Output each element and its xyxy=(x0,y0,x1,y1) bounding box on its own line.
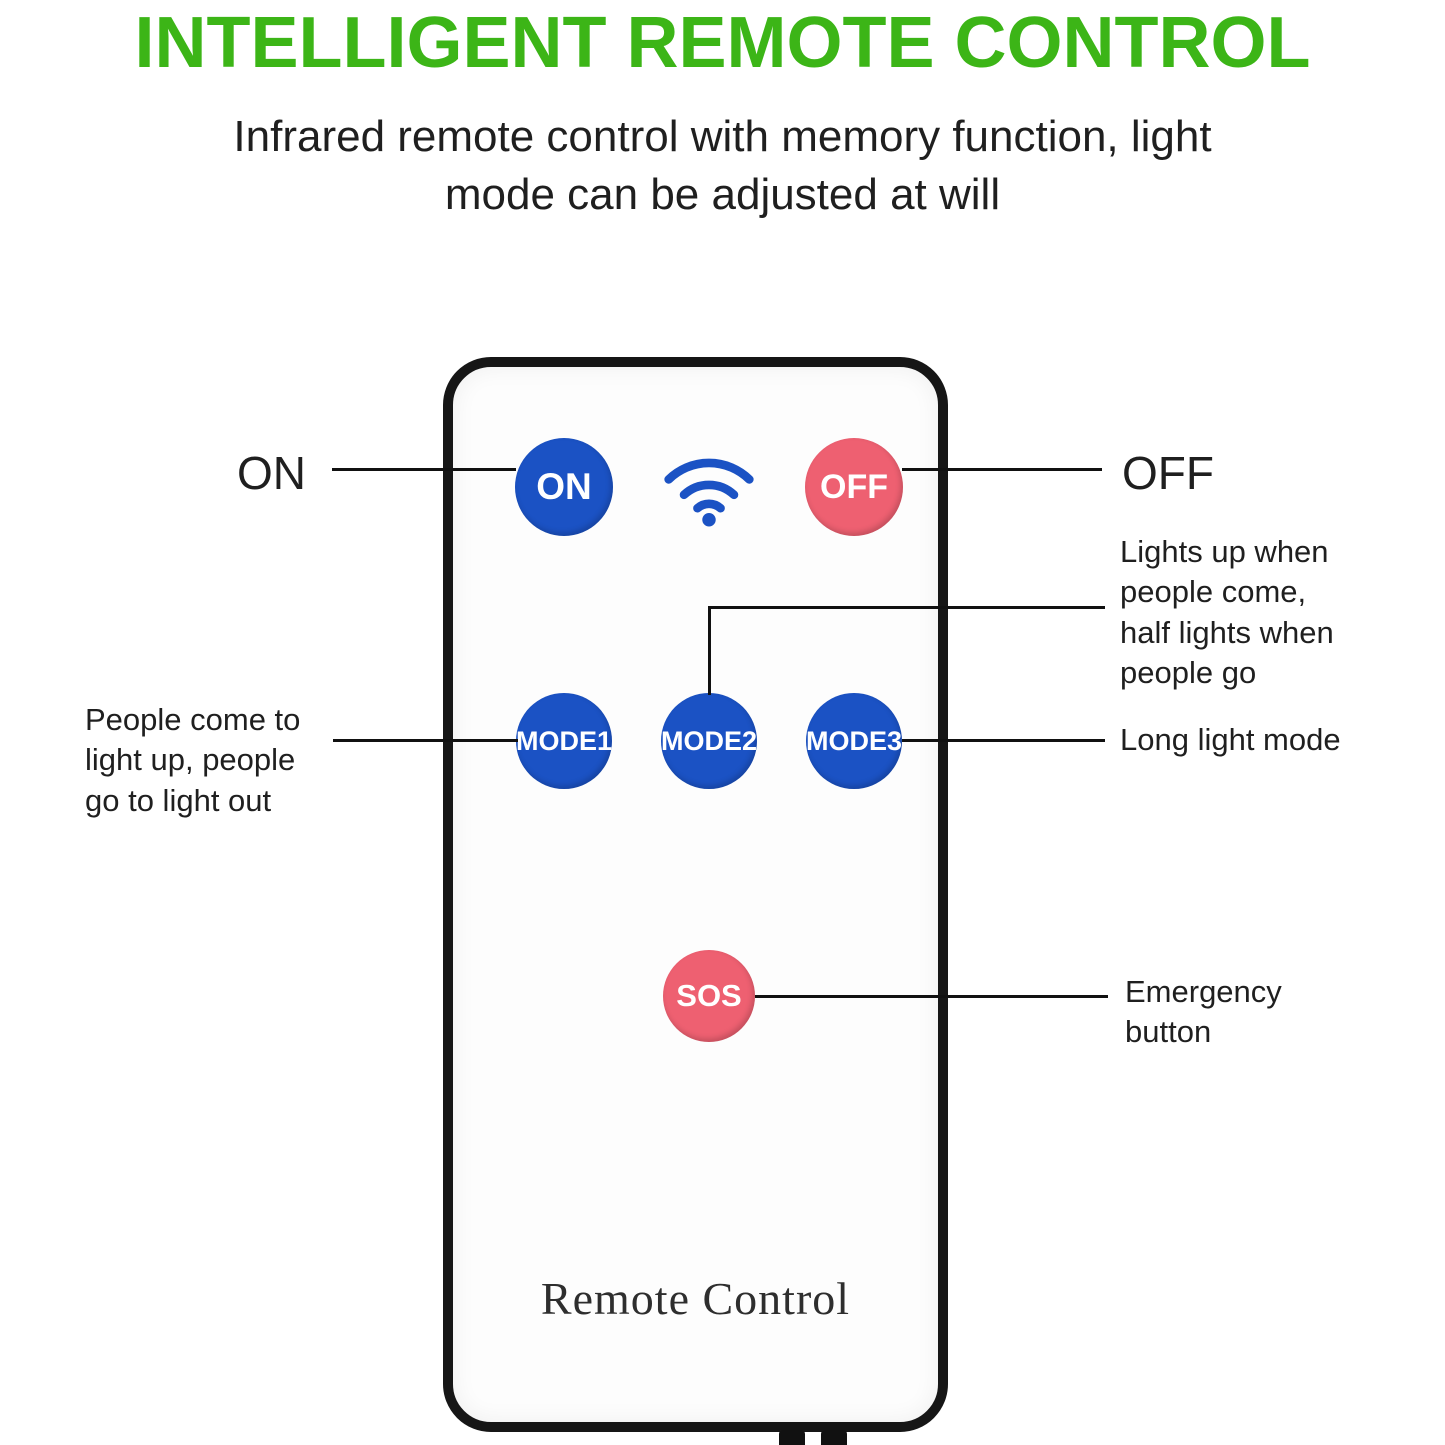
off-callout-line xyxy=(902,468,1102,471)
mode2-button-label: MODE2 xyxy=(660,725,758,756)
sos-button[interactable]: SOS xyxy=(663,950,755,1042)
on-button[interactable]: ON xyxy=(515,438,613,536)
mode3-button[interactable]: MODE3 xyxy=(806,693,902,789)
callout-off-label: OFF xyxy=(1122,447,1214,499)
callout-mode3-note: Long light mode xyxy=(1120,722,1341,757)
callout-mode2-note: Lights up when people come, half lights … xyxy=(1120,534,1334,690)
off-button-label: OFF xyxy=(820,467,888,506)
mode2-callout-line-horizontal xyxy=(710,606,1105,609)
callout-sos-note: Emergency button xyxy=(1125,974,1282,1050)
off-button[interactable]: OFF xyxy=(805,438,903,536)
mode1-button[interactable]: MODE1 xyxy=(516,693,612,789)
remote-brand-label: Remote Control xyxy=(540,1273,851,1324)
page-title: INTELLIGENT REMOTE CONTROL xyxy=(134,3,1311,83)
sos-button-label: SOS xyxy=(676,978,742,1013)
wifi-icon xyxy=(661,449,757,529)
callout-mode1-note: People come to light up, people go to li… xyxy=(85,702,301,818)
mode1-button-label: MODE1 xyxy=(515,725,613,756)
mode1-callout-line xyxy=(333,739,518,742)
callout-on-label: ON xyxy=(237,447,306,499)
mode3-button-label: MODE3 xyxy=(805,725,903,756)
remote-bottom-nub-left xyxy=(779,1430,805,1445)
on-button-label: ON xyxy=(536,466,592,507)
mode2-callout-line-vertical xyxy=(708,606,711,695)
mode3-callout-line xyxy=(902,739,1105,742)
page-subtitle: Infrared remote control with memory func… xyxy=(233,112,1212,220)
mode2-button[interactable]: MODE2 xyxy=(661,693,757,789)
sos-callout-line xyxy=(755,995,1108,998)
on-callout-line xyxy=(332,468,516,471)
remote-bottom-nub-right xyxy=(821,1430,847,1445)
remote-control-body: ON OFF MODE1 MODE2 MODE3 SOS xyxy=(443,357,948,1432)
